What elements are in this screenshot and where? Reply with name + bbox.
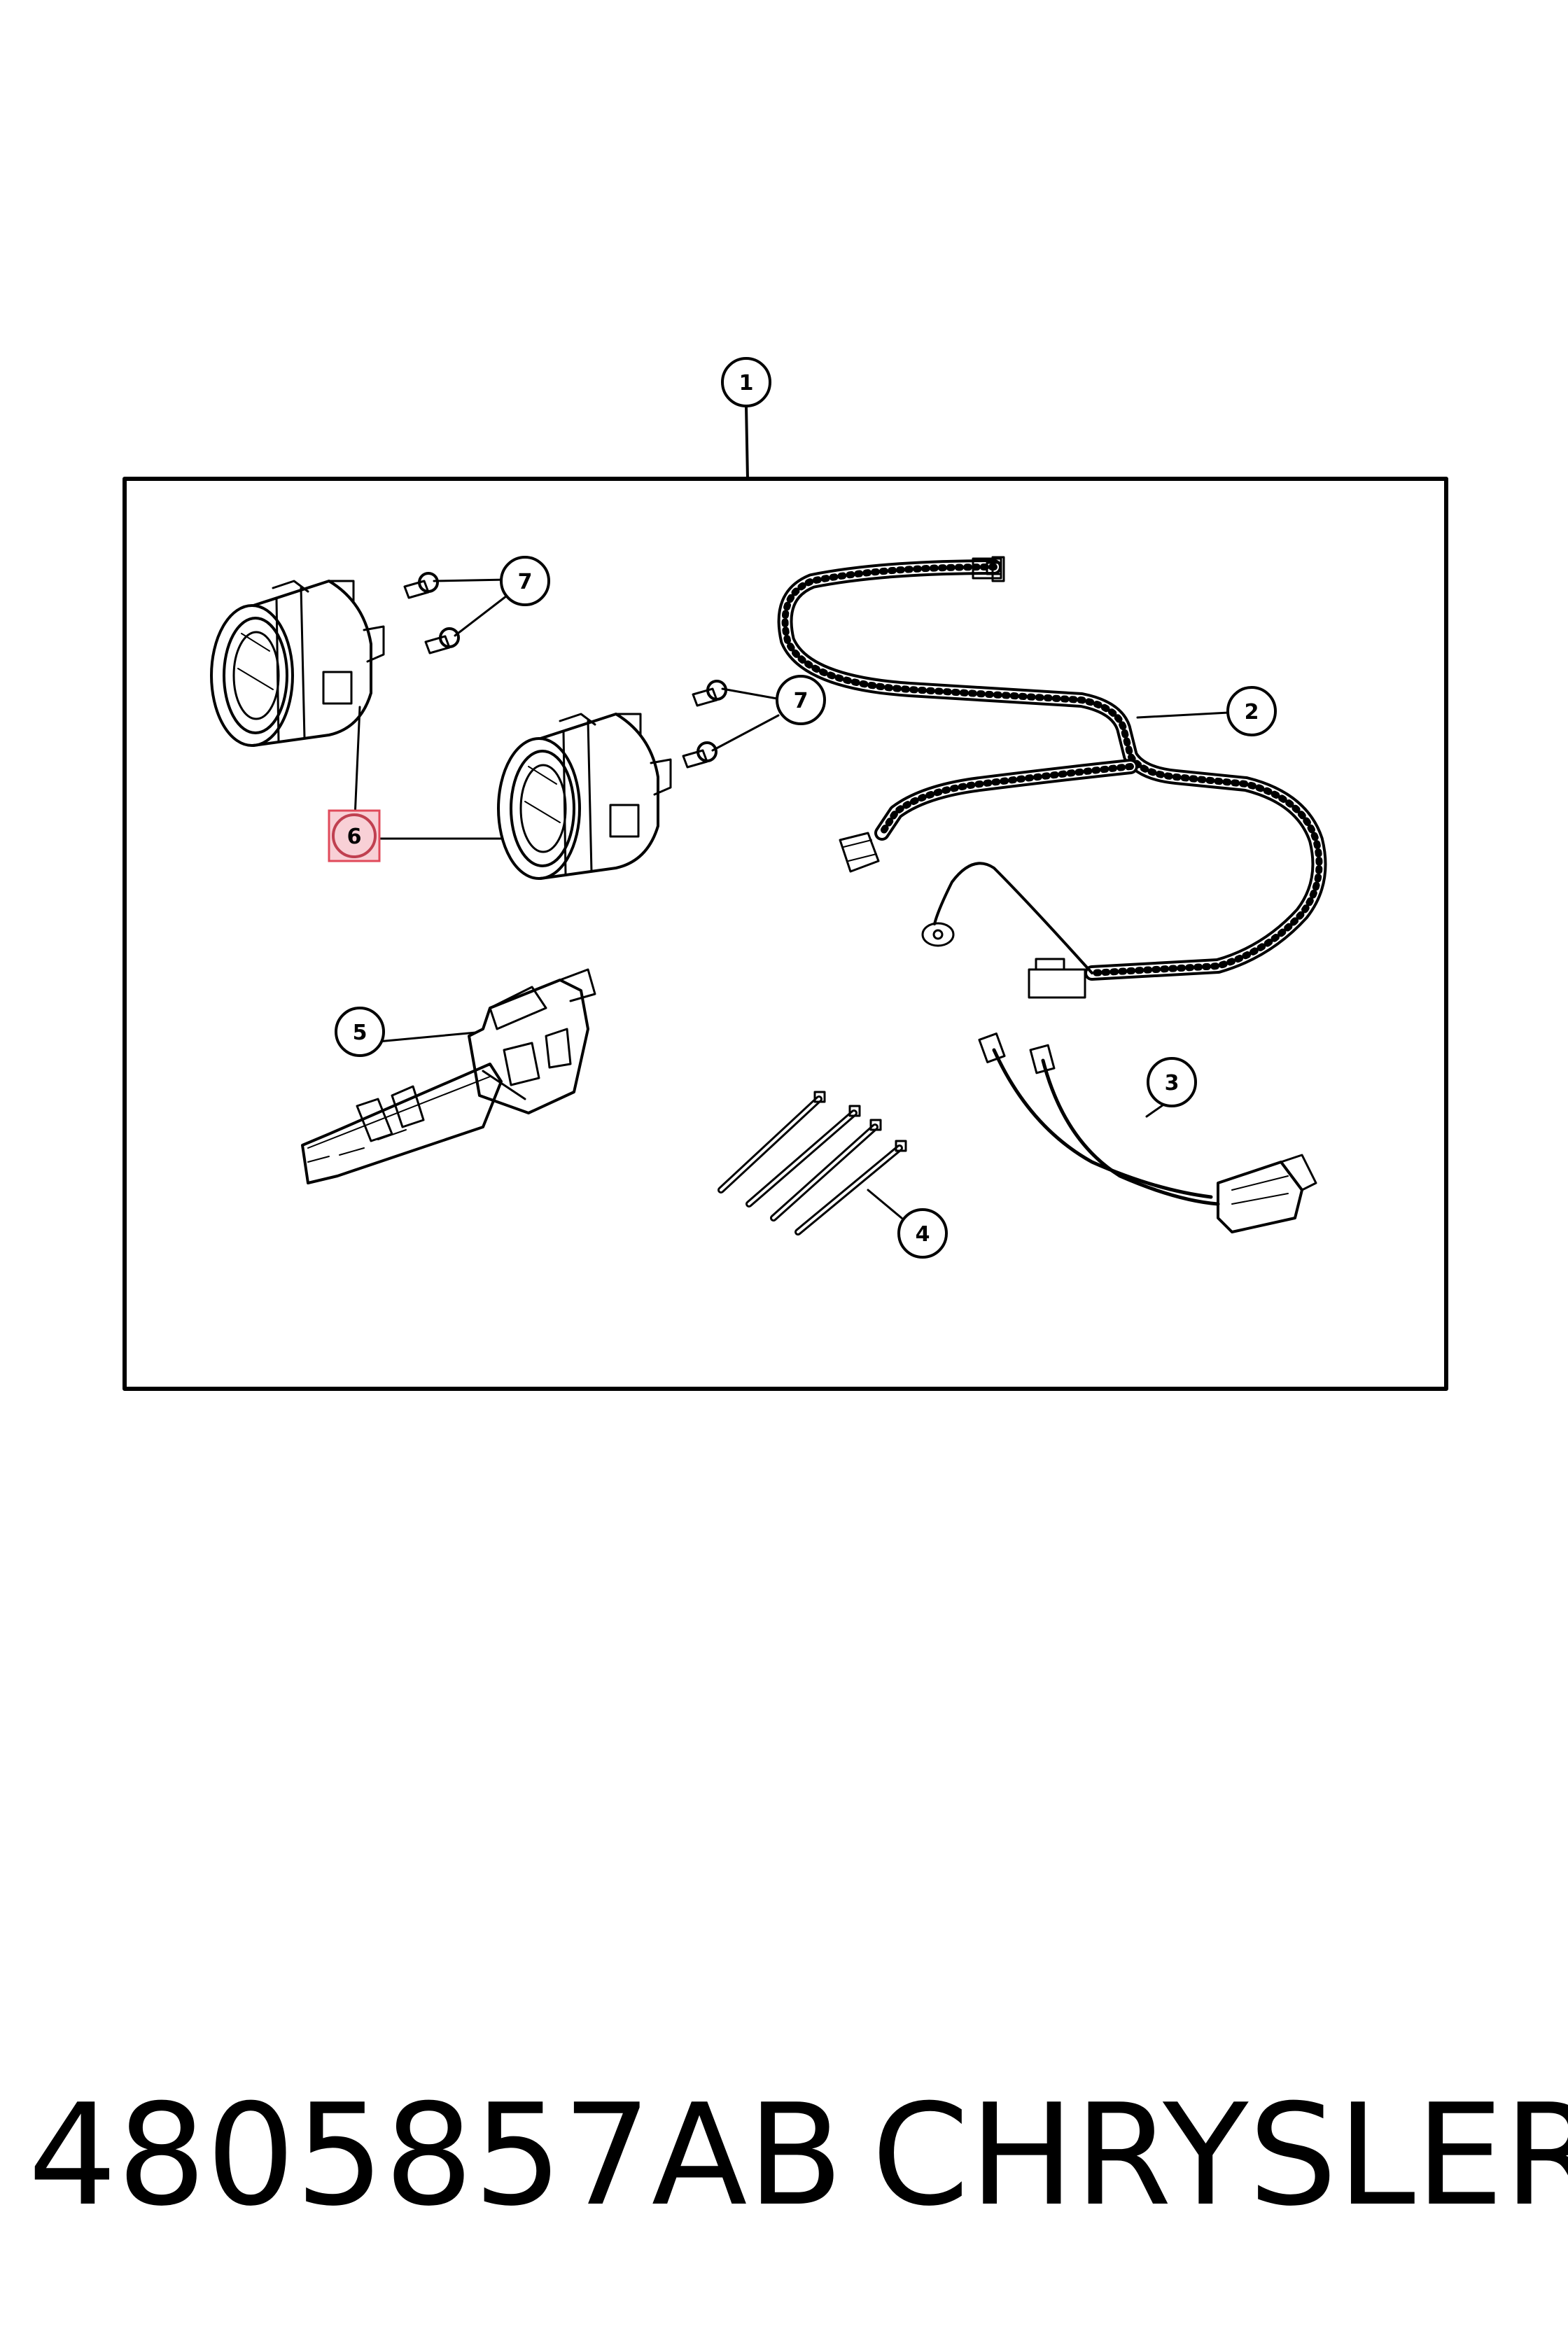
svg-text:7: 7 [794,689,808,713]
screw-pair-upper [403,572,511,654]
svg-text:1: 1 [739,371,754,396]
jumper-harness [978,1032,1317,1233]
callout-5[interactable]: 5 [335,1007,385,1057]
fog-lamp-right [497,713,672,880]
cable-ties [718,1091,907,1236]
callout-6[interactable]: 6 [328,809,381,862]
kit-frame [122,477,1448,1391]
callout-7b[interactable]: 7 [776,675,826,725]
footer: 4805857AB CHRYSLER [0,2072,1568,2240]
callout-7a[interactable]: 7 [500,556,550,606]
fog-lamp-harness [777,556,1327,999]
callout-2[interactable]: 2 [1226,686,1277,736]
svg-text:7: 7 [518,570,533,594]
leader-1 [745,405,749,480]
leader-6a [354,706,361,819]
callouts: 1 2 3 4 5 6 7 7 [328,357,1277,1259]
callout-3[interactable]: 3 [1147,1057,1197,1107]
callout-4[interactable]: 4 [897,1208,948,1259]
part-number: 4805857AB [28,2074,844,2237]
callout-1[interactable]: 1 [721,357,771,407]
multifunction-switch [301,968,596,1184]
svg-text:3: 3 [1165,1071,1180,1096]
brand-name: CHRYSLER [872,2074,1568,2237]
svg-text:4: 4 [916,1222,930,1247]
fog-lamp-left [210,580,385,747]
svg-text:2: 2 [1245,700,1259,724]
screw-pair-middle [682,680,780,769]
svg-text:5: 5 [353,1021,368,1045]
svg-text:6: 6 [347,825,362,849]
